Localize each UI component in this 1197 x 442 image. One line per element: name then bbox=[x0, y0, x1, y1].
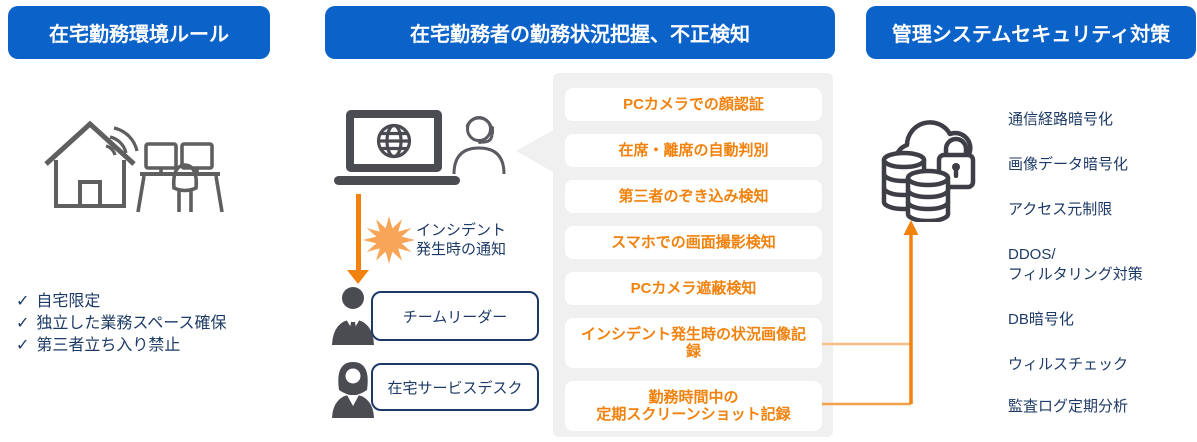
rule-label: 自宅限定 bbox=[36, 293, 101, 310]
detection-panel: PCカメラでの顔認証 在席・離席の自動判別 第三者のぞき込み検知 スマホでの画面… bbox=[553, 73, 833, 437]
detection-item: 勤務時間中の 定期スクリーンショット記録 bbox=[565, 381, 822, 431]
incident-arrow-down bbox=[356, 194, 361, 272]
security-measure: DB暗号化 bbox=[1008, 311, 1074, 328]
section-header-security: 管理システムセキュリティ対策 bbox=[866, 6, 1196, 59]
rule-label: 第三者立ち入り禁止 bbox=[36, 337, 181, 354]
checkmark-icon: ✓ bbox=[16, 293, 30, 310]
security-measure: 画像データ暗号化 bbox=[1008, 156, 1129, 173]
service-desk-person-icon bbox=[332, 362, 374, 418]
detection-item: 在席・離席の自動判別 bbox=[565, 134, 822, 167]
house-wifi-icon bbox=[44, 120, 139, 208]
detection-item: 第三者のぞき込み検知 bbox=[565, 180, 822, 213]
security-measure: 通信経路暗号化 bbox=[1008, 111, 1114, 128]
security-measure: 監査ログ定期分析 bbox=[1008, 398, 1129, 415]
panel-pointer-triangle bbox=[516, 130, 553, 172]
checkmark-icon: ✓ bbox=[16, 337, 30, 354]
database-icon bbox=[881, 150, 951, 222]
incident-note-label: インシデント 発生時の通知 bbox=[416, 222, 507, 258]
incident-burst-icon bbox=[363, 216, 415, 264]
detection-item: PCカメラ遮蔽検知 bbox=[565, 272, 822, 305]
security-measure: アクセス元制限 bbox=[1008, 201, 1113, 218]
security-measure: ウィルスチェック bbox=[1008, 356, 1129, 373]
home-office-icon bbox=[44, 120, 224, 213]
checkmark-icon: ✓ bbox=[16, 315, 30, 332]
incident-arrow-head bbox=[347, 270, 369, 284]
cloud-lock-database-icon bbox=[881, 120, 976, 222]
rule-item: ✓ 自宅限定 bbox=[16, 291, 227, 313]
rule-item: ✓ 独立した業務スペース確保 bbox=[16, 313, 227, 335]
detection-item: PCカメラでの顔認証 bbox=[565, 88, 822, 121]
desk-workstation-icon bbox=[136, 142, 224, 213]
detection-item: スマホでの画面撮影検知 bbox=[565, 226, 822, 259]
globe-icon bbox=[376, 123, 412, 159]
section-header-rules: 在宅勤務環境ルール bbox=[8, 6, 270, 59]
team-leader-person-icon bbox=[332, 287, 374, 345]
recipient-box-team-leader: チームリーダー bbox=[371, 291, 539, 341]
detection-item: インシデント発生時の状況画像記録 bbox=[565, 318, 822, 368]
rule-label: 独立した業務スペース確保 bbox=[36, 315, 227, 332]
rule-item: ✓ 第三者立ち入り禁止 bbox=[16, 335, 227, 357]
section-header-monitoring: 在宅勤務者の勤務状況把握、不正検知 bbox=[325, 6, 835, 59]
security-measure: DDOS/ フィルタリング対策 bbox=[1008, 246, 1143, 283]
operator-headset-icon bbox=[452, 116, 506, 174]
recipient-box-service-desk: 在宅サービスデスク bbox=[371, 363, 539, 411]
connector-arrow-up bbox=[822, 220, 918, 406]
rules-checklist: ✓ 自宅限定 ✓ 独立した業務スペース確保 ✓ 第三者立ち入り禁止 bbox=[16, 291, 227, 357]
laptop-globe-icon bbox=[334, 110, 460, 185]
